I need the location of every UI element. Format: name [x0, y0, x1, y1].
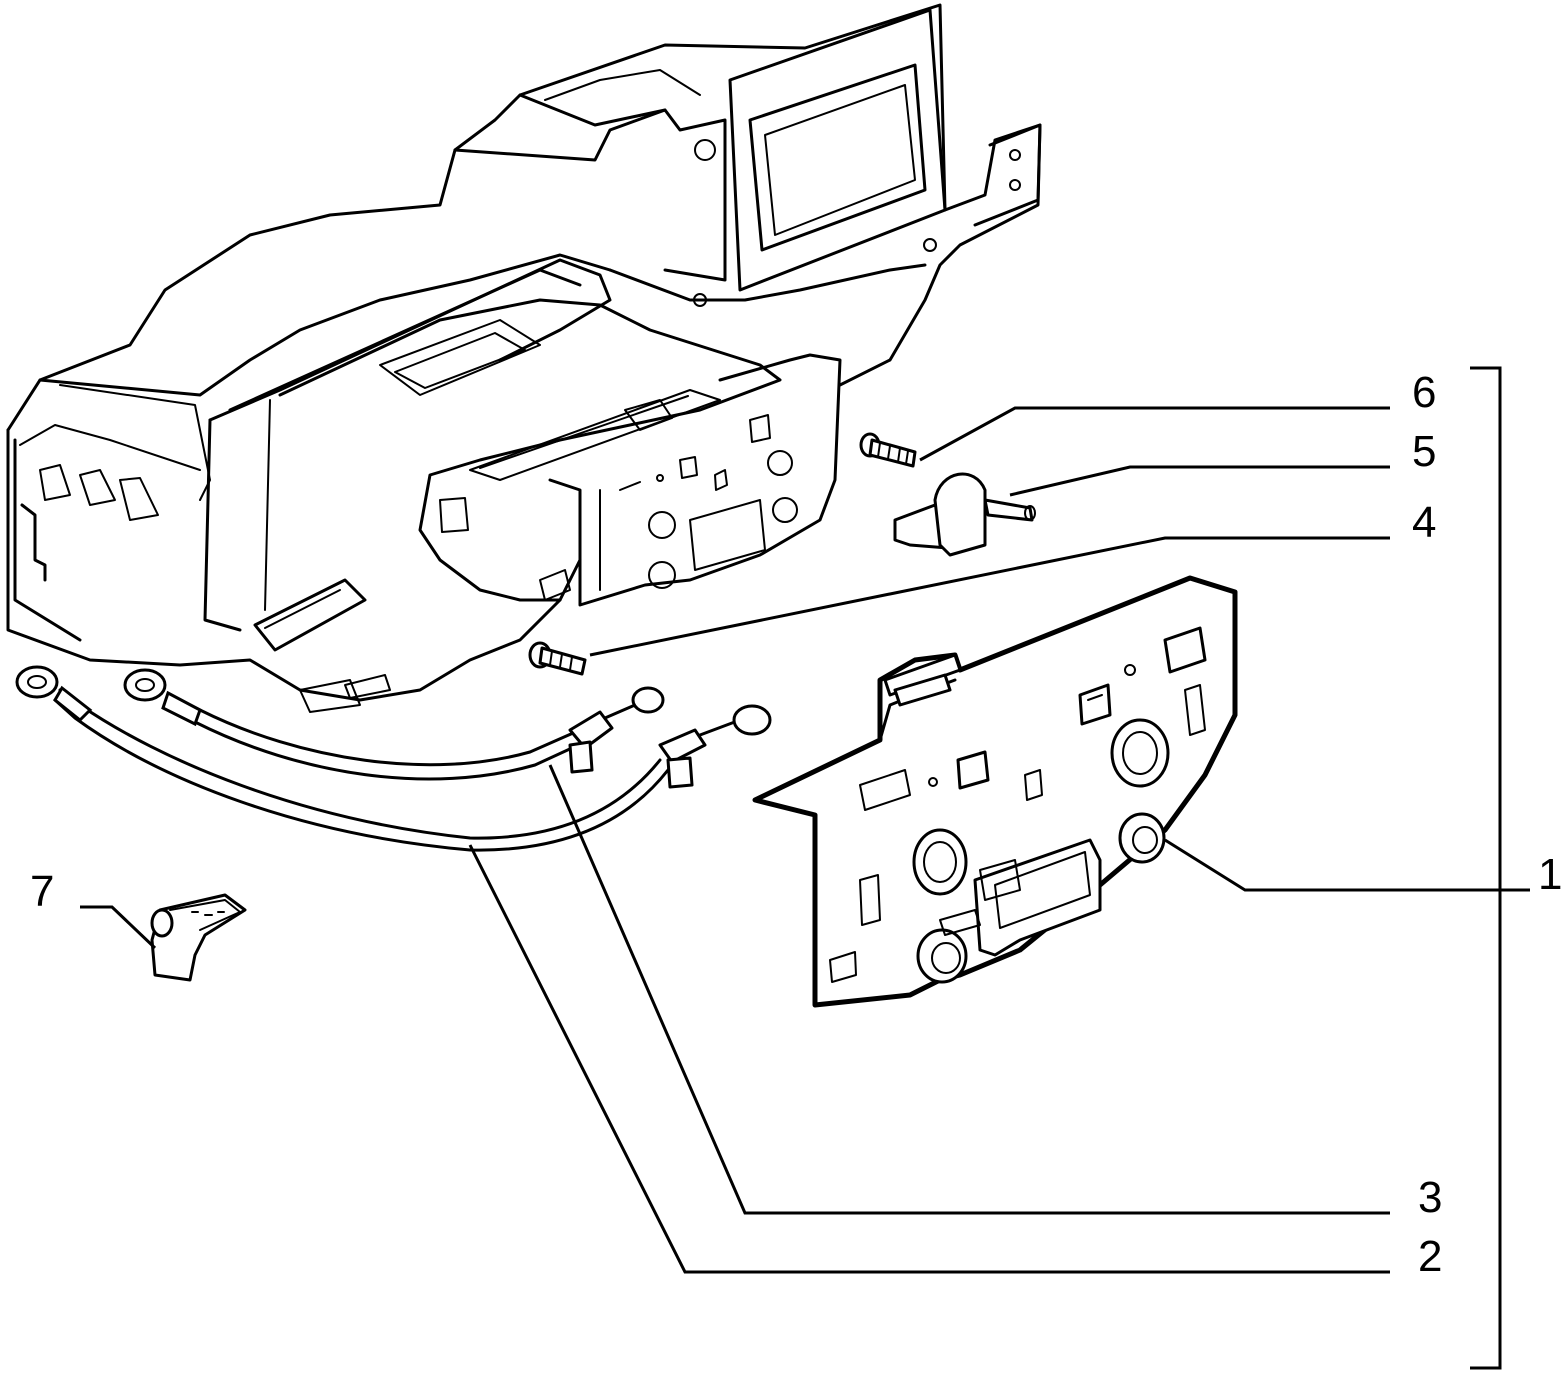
callout-1: 1: [1538, 850, 1561, 899]
clip-part-7: [150, 893, 247, 982]
leader-4: [589, 536, 1390, 657]
leader-5: [1009, 465, 1390, 497]
control-panel-part-1: [752, 575, 1238, 1008]
control-cables: [15, 665, 772, 852]
assembly-bracket: [1470, 366, 1502, 1370]
callout-4: 4: [1412, 498, 1436, 547]
leader-1: [1164, 838, 1530, 892]
leader-6: [919, 406, 1390, 462]
callout-3: 3: [1418, 1173, 1442, 1222]
heater-housing: [6, 3, 1042, 713]
callout-7: 7: [30, 867, 54, 916]
leader-7: [80, 905, 157, 950]
callout-labels: 6 5 4 1 3 2 7: [30, 368, 1561, 1281]
leader-lines: [80, 366, 1530, 1370]
screw-part-6: [859, 432, 917, 468]
callout-5: 5: [1412, 427, 1436, 476]
callout-2: 2: [1418, 1232, 1442, 1281]
leader-2: [468, 844, 1390, 1274]
callout-6: 6: [1412, 368, 1436, 417]
switch-part-5: [893, 472, 1036, 557]
screw-part-4: [528, 641, 587, 676]
leader-3: [548, 764, 1390, 1215]
